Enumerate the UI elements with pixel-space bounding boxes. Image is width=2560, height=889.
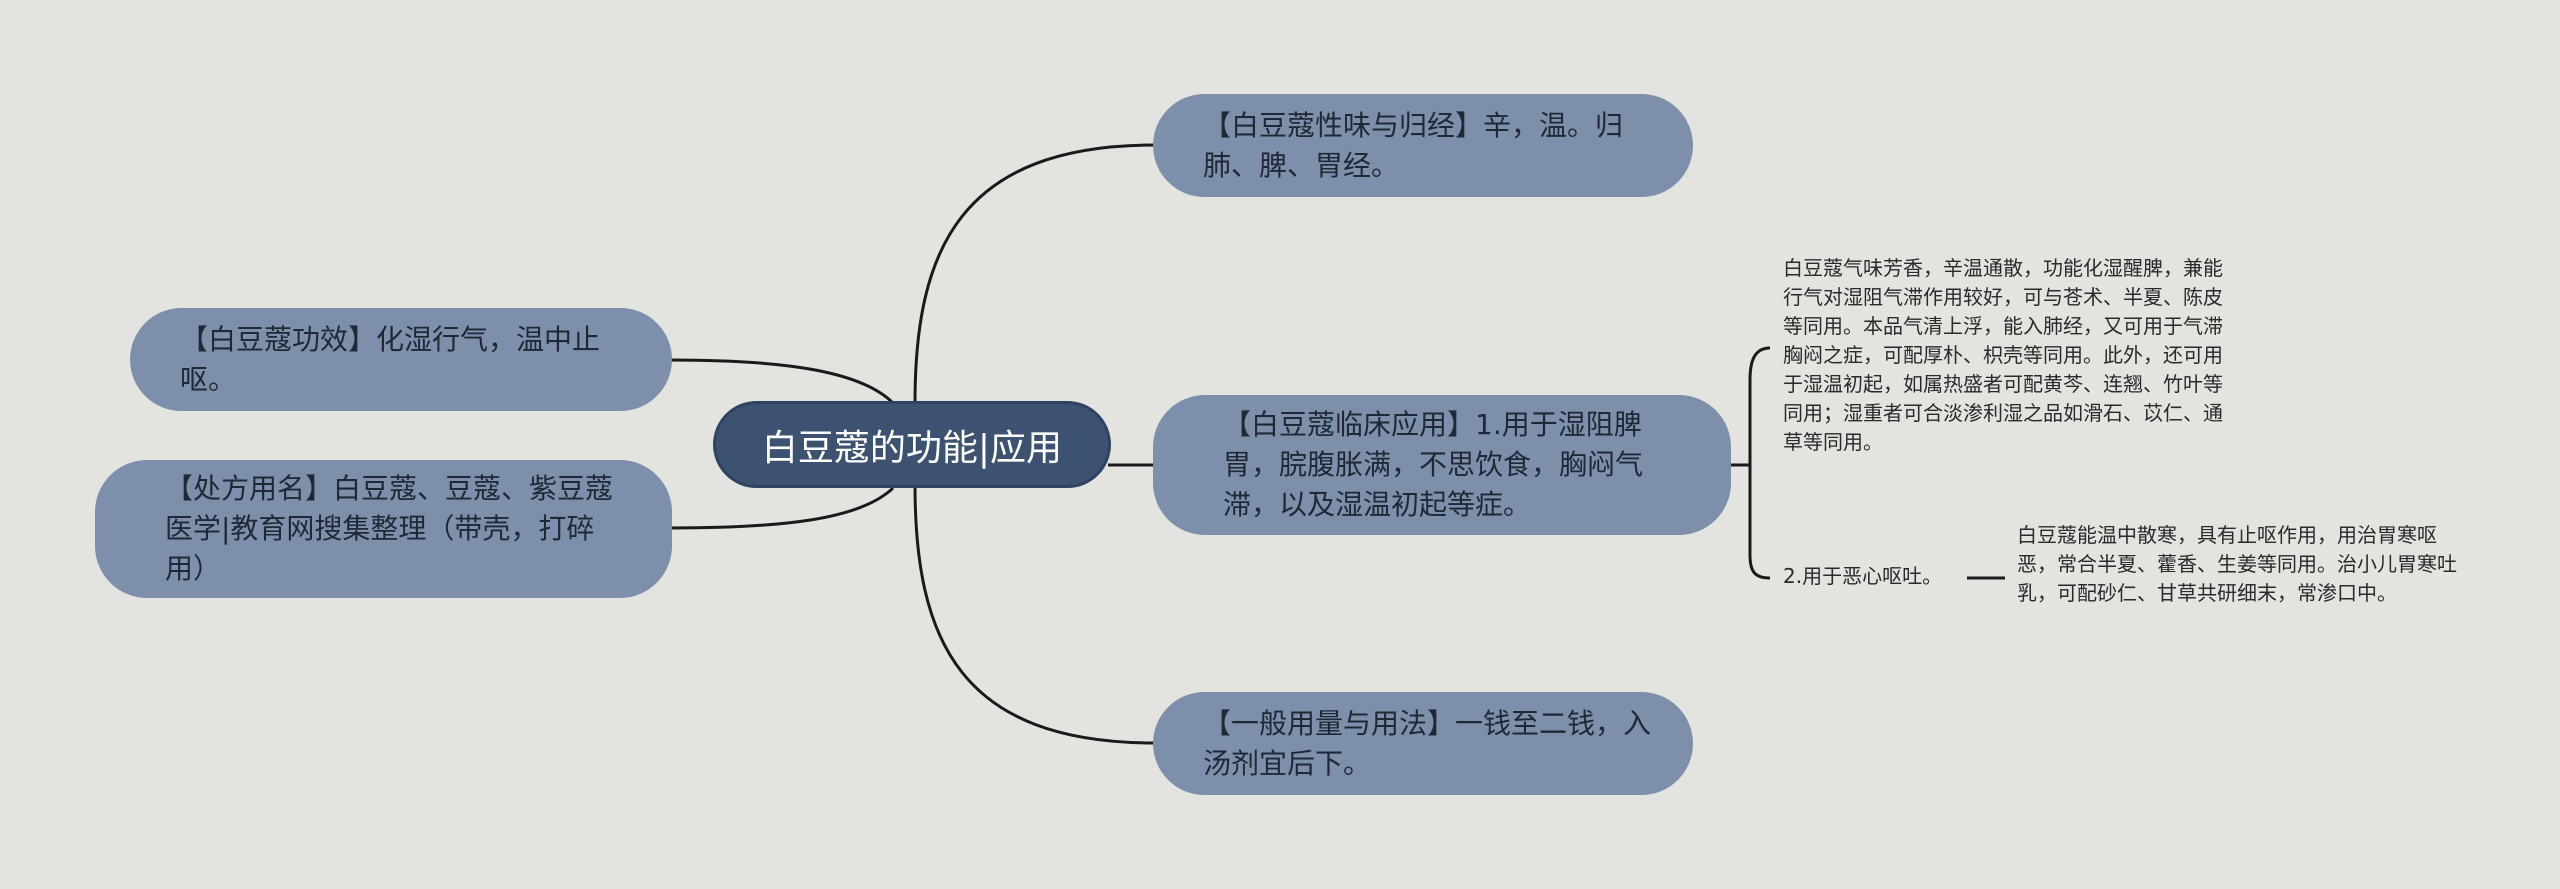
clinical-note-1[interactable]: 白豆蔻气味芳香，辛温通散，功能化湿醒脾，兼能行气对湿阻气滞作用较好，可与苍术、半…: [1783, 254, 2231, 457]
branch-prescription-name[interactable]: 【处方用名】白豆蔻、豆蔻、紫豆蔻医学|教育网搜集整理（带壳，打碎用）: [95, 460, 672, 598]
branch-efficacy-label: 【白豆蔻功效】化湿行气，温中止呕。: [180, 322, 601, 396]
link-root-dosage: [913, 484, 1156, 745]
branch-taste-meridian-label: 【白豆蔻性味与归经】辛，温。归肺、脾、胃经。: [1203, 108, 1624, 182]
clinical-item-2[interactable]: 2.用于恶心呕吐。: [1783, 562, 1942, 591]
link-root-prescription: [669, 486, 895, 530]
branch-dosage-usage-label: 【一般用量与用法】一钱至二钱，入汤剂宜后下。: [1203, 706, 1652, 780]
link-clinical-bracket: [1748, 346, 1771, 580]
link-root-efficacy: [669, 358, 895, 405]
clinical-item-2-label: 2.用于恶心呕吐。: [1783, 564, 1943, 588]
branch-prescription-name-label: 【处方用名】白豆蔻、豆蔻、紫豆蔻医学|教育网搜集整理（带壳，打碎用）: [165, 472, 614, 585]
branch-taste-meridian[interactable]: 【白豆蔻性味与归经】辛，温。归肺、脾、胃经。: [1153, 94, 1693, 197]
clinical-item-2-detail-text: 白豆蔻能温中散寒，具有止呕作用，用治胃寒呕恶，常合半夏、藿香、生姜等同用。治小儿…: [2017, 523, 2457, 605]
branch-clinical-application-label: 【白豆蔻临床应用】1.用于湿阻脾胃，脘腹胀满，不思饮食，胸闷气滞，以及湿温初起等…: [1223, 408, 1644, 521]
branch-efficacy[interactable]: 【白豆蔻功效】化湿行气，温中止呕。: [130, 308, 672, 411]
clinical-item-2-detail[interactable]: 白豆蔻能温中散寒，具有止呕作用，用治胃寒呕恶，常合半夏、藿香、生姜等同用。治小儿…: [2017, 521, 2457, 608]
branch-dosage-usage[interactable]: 【一般用量与用法】一钱至二钱，入汤剂宜后下。: [1153, 692, 1693, 795]
clinical-note-1-text: 白豆蔻气味芳香，辛温通散，功能化湿醒脾，兼能行气对湿阻气滞作用较好，可与苍术、半…: [1783, 256, 2223, 454]
branch-clinical-application[interactable]: 【白豆蔻临床应用】1.用于湿阻脾胃，脘腹胀满，不思饮食，胸闷气滞，以及湿温初起等…: [1153, 395, 1731, 535]
root-topic[interactable]: 白豆蔻的功能|应用: [713, 401, 1111, 488]
link-root-taste: [913, 143, 1156, 404]
root-topic-label: 白豆蔻的功能|应用: [761, 427, 1063, 469]
